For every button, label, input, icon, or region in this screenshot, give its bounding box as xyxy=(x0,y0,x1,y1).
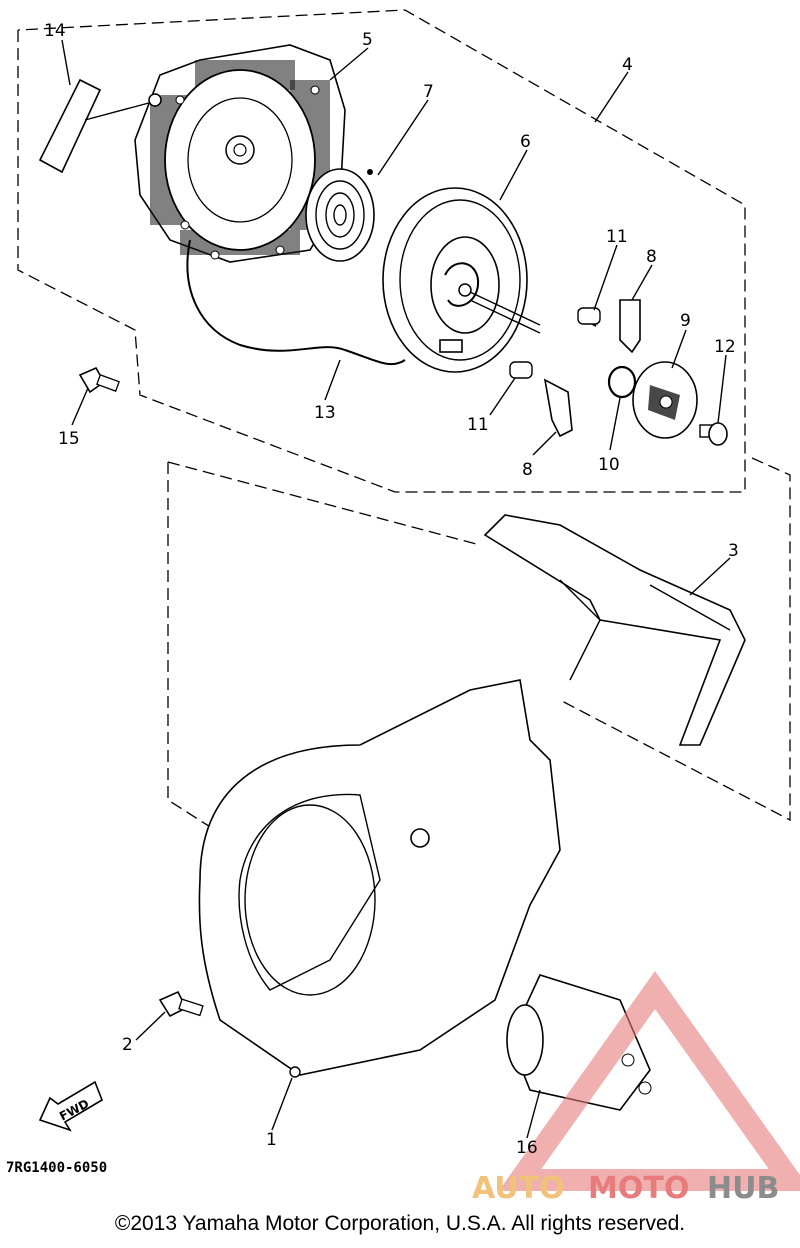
callout-5: 5 xyxy=(362,30,373,50)
screw-icon xyxy=(699,422,728,446)
callout-14: 14 xyxy=(44,21,66,41)
callout-11a: 11 xyxy=(606,227,628,247)
pawl-spring-upper-icon xyxy=(577,307,601,327)
assembly-boundary-upper xyxy=(17,9,746,493)
pawl-upper-icon xyxy=(619,299,641,354)
watermark-logo xyxy=(498,971,800,1191)
leader-lines xyxy=(61,39,731,1139)
copyright-notice: ©2013 Yamaha Motor Corporation, U.S.A. A… xyxy=(114,1212,686,1235)
pawl-lower-icon xyxy=(543,378,573,438)
callout-4: 4 xyxy=(622,55,633,75)
bolt-upper-icon xyxy=(78,366,120,394)
fan-housing-icon xyxy=(198,679,561,1078)
bolt-lower-icon xyxy=(158,990,204,1018)
callout-16: 16 xyxy=(516,1138,538,1158)
callout-1: 1 xyxy=(266,1130,277,1150)
starter-handle-icon xyxy=(38,78,162,174)
callout-11b: 11 xyxy=(467,415,489,435)
callout-6: 6 xyxy=(520,132,531,152)
watermark-text-auto: AUTO xyxy=(472,1171,565,1206)
assembly-boundary-lower-3 xyxy=(559,457,791,822)
callout-8b: 8 xyxy=(522,460,533,480)
assembly-boundary-lower-2 xyxy=(167,461,481,546)
callout-12: 12 xyxy=(714,337,736,357)
callout-15: 15 xyxy=(58,429,80,449)
callout-13: 13 xyxy=(314,403,336,423)
circlip-icon xyxy=(607,365,637,399)
callout-7: 7 xyxy=(423,82,434,102)
callout-8a: 8 xyxy=(646,247,657,267)
assembly-boundary-lower xyxy=(167,462,216,831)
sheave-drum-icon xyxy=(382,187,541,373)
starter-rope-icon xyxy=(186,239,406,366)
callout-10: 10 xyxy=(598,455,620,475)
starter-cup-icon xyxy=(506,974,652,1111)
callout-2: 2 xyxy=(122,1035,133,1055)
forward-arrow-icon: FWD xyxy=(38,1080,103,1132)
drive-plate-icon xyxy=(632,361,698,439)
spiral-spring-icon xyxy=(305,168,375,262)
callout-9: 9 xyxy=(680,311,691,331)
callout-3: 3 xyxy=(728,541,739,561)
starter-case-icon xyxy=(134,44,346,263)
pawl-spring-lower-icon xyxy=(509,361,533,379)
diagram-code: 7RG1400-6050 xyxy=(6,1160,107,1176)
watermark-text-moto: MOTO xyxy=(588,1171,689,1206)
watermark-text-hub: HUB xyxy=(707,1171,779,1206)
cover-bracket-icon xyxy=(483,514,746,746)
